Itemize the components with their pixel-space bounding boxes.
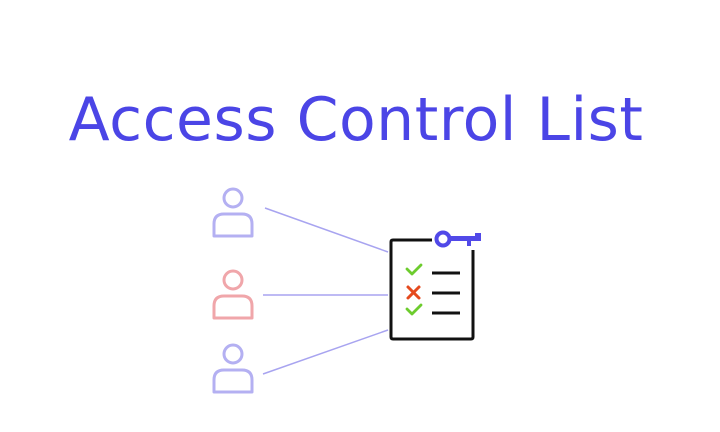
page-title: Access Control List (68, 85, 644, 155)
user-icon (212, 269, 254, 320)
user-icon (212, 343, 254, 394)
connector-line (264, 207, 389, 253)
user-icon (212, 187, 254, 238)
acl-document-icon (389, 230, 481, 341)
cross-icon (406, 285, 421, 300)
connector-line (262, 329, 389, 375)
key-icon (434, 230, 481, 248)
check-icon (405, 303, 423, 316)
check-icon (405, 263, 423, 276)
